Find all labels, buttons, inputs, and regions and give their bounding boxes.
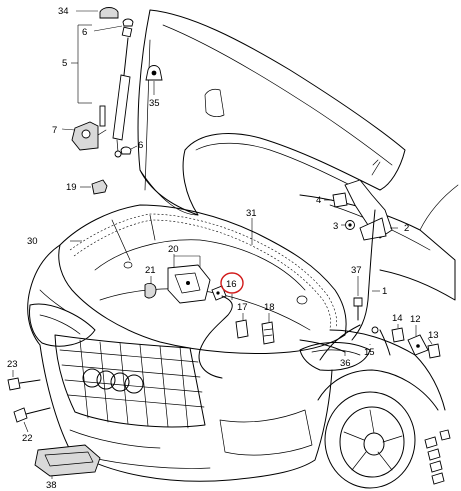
- part-callouts: 34 6 5 35 7 6 19 4 3 2 31 30 20 21 16 17…: [7, 6, 439, 491]
- part-16-highlight-ring: [220, 272, 244, 294]
- callout-12: 12: [410, 314, 421, 325]
- callout-6-upper: 6: [82, 27, 87, 38]
- part-6-clip-upper: [93, 18, 134, 32]
- part-15-cable-end: [369, 326, 391, 356]
- callout-23: 23: [7, 359, 18, 370]
- front-bumper: [39, 344, 333, 482]
- part-16-switch: [198, 285, 233, 379]
- part-6-clip-lower: [120, 145, 138, 155]
- callout-34: 34: [58, 6, 69, 17]
- part-14-handle: [391, 324, 405, 343]
- grille-rings-logo: [82, 368, 144, 394]
- part-19-clip: [80, 179, 108, 195]
- callout-15: 15: [364, 347, 375, 358]
- part-4-bolt: [324, 192, 348, 208]
- hood-panel: [137, 9, 406, 216]
- callout-31: 31: [246, 208, 257, 219]
- part-22-bolt: [13, 407, 51, 433]
- callout-14: 14: [392, 313, 403, 324]
- part-21-clip: [144, 276, 157, 299]
- callout-4: 4: [316, 195, 321, 206]
- part-38-release-handle: [34, 444, 101, 479]
- callout-17: 17: [237, 302, 248, 313]
- callout-30: 30: [27, 236, 38, 247]
- callout-20: 20: [168, 244, 179, 255]
- headlight-left: [29, 303, 96, 347]
- callout-16: 16: [226, 279, 237, 290]
- part-1-cable: [319, 209, 380, 361]
- part-3-nut: [341, 220, 355, 230]
- part-5-gas-strut: [112, 26, 133, 158]
- part-18-bracket: [261, 313, 275, 345]
- headlight-right: [299, 342, 371, 371]
- callout-22: 22: [22, 433, 33, 444]
- callout-2: 2: [404, 223, 409, 234]
- part-34-top-mount: [76, 7, 119, 19]
- part-13-grommet: [427, 337, 441, 359]
- car-body-outline: [27, 9, 459, 489]
- clip-stack-right: [424, 429, 451, 485]
- engine-bay-rim: [58, 204, 347, 355]
- callout-38: 38: [46, 480, 57, 491]
- callout-5: 5: [62, 58, 67, 69]
- callout-7: 7: [52, 125, 57, 136]
- callout-18: 18: [264, 302, 275, 313]
- part-23-screw: [7, 370, 41, 391]
- part-12-lever: [407, 325, 429, 356]
- front-wheel: [324, 391, 416, 489]
- part-17-clip: [235, 313, 249, 339]
- part-7-hinge-bracket: [61, 105, 107, 151]
- callout-35: 35: [149, 98, 160, 109]
- callout-37: 37: [351, 265, 362, 276]
- callout-36: 36: [340, 358, 351, 369]
- part-37-bolt: [353, 276, 363, 321]
- part-35-bump-stop: [145, 65, 163, 95]
- callout-13: 13: [428, 330, 439, 341]
- callout-3: 3: [333, 221, 338, 232]
- callout-19: 19: [66, 182, 77, 193]
- part-36-cable-sheath: [299, 339, 346, 356]
- callout-1: 1: [382, 286, 387, 297]
- grille: [54, 334, 206, 428]
- part-5-bracket-lines: [71, 24, 92, 104]
- part-20-latch-assembly: [167, 254, 211, 304]
- callout-6-lower: 6: [138, 140, 143, 151]
- callout-21: 21: [145, 265, 156, 276]
